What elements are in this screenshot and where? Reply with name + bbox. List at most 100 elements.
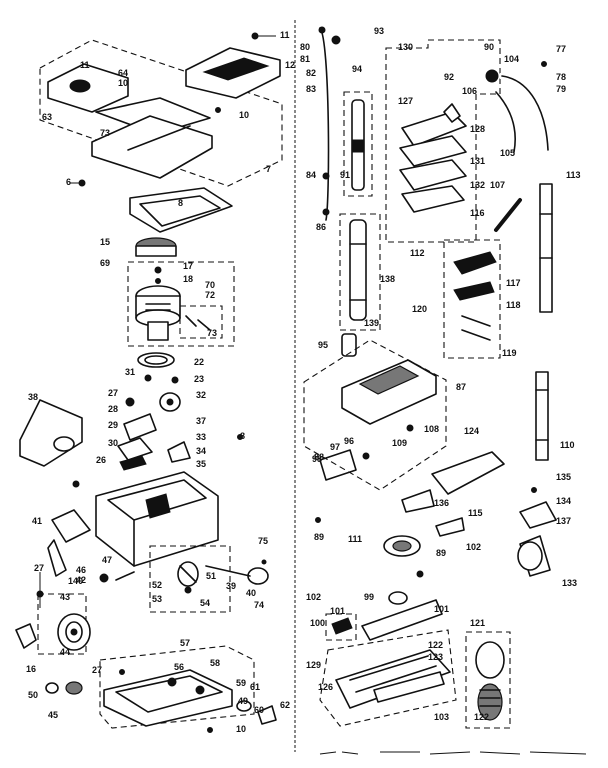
part-number-label: 140 [68,576,83,586]
part-number-label: 42 [76,575,86,585]
part-number-label: 91 [340,170,350,180]
part-number-label: 60 [254,705,264,715]
part-number-label: 101 [330,606,345,616]
part-number-label: 27 [92,665,102,675]
part-number-label: 73 [100,128,110,138]
dirt-container [303,339,505,523]
part-number-label: 84 [306,170,316,180]
part-number-label: 30 [108,438,118,448]
switch-assembly [19,374,243,488]
part-number-label: 11 [80,60,90,70]
part-number-label: 22 [194,357,204,367]
part-number-label: 108 [424,424,439,434]
part-number-label: 8 [178,198,183,208]
part-number-label: 73 [207,328,217,338]
part-number-label: 128 [470,124,485,134]
part-number-label: 15 [100,237,110,247]
part-number-label: 27 [34,563,44,573]
part-number-label: 89 [436,548,446,558]
handle-assembly [39,32,283,233]
part-number-label: 75 [258,536,268,546]
part-number-label: 61 [250,682,260,692]
part-number-label: 31 [125,367,135,377]
part-number-label: 98 [312,454,322,464]
part-number-label: 109 [392,438,407,448]
part-number-label: 132 [470,180,485,190]
part-number-label: 97 [330,442,340,452]
part-number-label: 27 [108,388,118,398]
part-number-label: 137 [556,516,571,526]
part-number-label: 72 [205,290,215,300]
part-number-label: 52 [152,580,162,590]
part-number-label: 80 [300,42,310,52]
part-number-label: 49 [238,696,248,706]
part-number-label: 6 [66,177,71,187]
part-number-label: 138 [380,274,395,284]
part-number-label: 119 [502,348,517,358]
part-number-label: 121 [470,618,485,628]
part-number-label: 57 [180,638,190,648]
part-number-label: 35 [196,459,206,469]
part-number-label: 131 [470,156,485,166]
base-tray [36,471,219,608]
part-number-label: 70 [205,280,215,290]
part-number-label: 18 [183,274,193,284]
part-number-label: 92 [444,72,454,82]
part-number-label: 37 [196,416,206,426]
part-number-label: 106 [462,86,477,96]
part-number-label: 123 [428,652,443,662]
part-number-label: 83 [306,84,316,94]
part-number-label: 120 [412,304,427,314]
part-number-label: 33 [196,432,206,442]
part-number-label: 16 [26,664,36,674]
part-number-label: 28 [108,404,118,414]
part-number-label: 134 [556,496,571,506]
part-number-label: 51 [206,571,216,581]
part-number-label: 40 [246,588,256,598]
part-number-label: 104 [504,54,519,64]
part-number-label: 103 [434,712,449,722]
bottom-plate [99,645,277,733]
part-number-label: 82 [306,68,316,78]
part-number-label: 45 [48,710,58,720]
part-number-label: 32 [196,390,206,400]
part-number-label: 50 [28,690,38,700]
part-number-label: 53 [152,594,162,604]
part-number-label: 34 [196,446,206,456]
part-number-label: 96 [344,436,354,446]
part-number-label: 89 [314,532,324,542]
tool-set [443,239,501,359]
part-number-label: 79 [556,84,566,94]
part-number-label: 39 [226,581,236,591]
part-number-label: 86 [316,222,326,232]
part-number-label: 116 [470,208,485,218]
part-number-label: 94 [352,64,362,74]
part-number-label: 43 [60,592,70,602]
part-number-label: 38 [28,392,38,402]
part-number-label: 10 [239,110,249,120]
part-number-label: 23 [194,374,204,384]
part-number-label: 107 [490,180,505,190]
cord-assembly [318,26,381,357]
part-number-label: 93 [374,26,384,36]
part-number-label: 99 [364,592,374,602]
part-number-label: 58 [210,658,220,668]
part-number-label: 69 [100,258,110,268]
part-number-label: 11 [280,30,290,40]
part-number-label: 7 [266,164,271,174]
part-number-label: 46 [76,565,86,575]
brush-roll [383,487,557,578]
part-number-label: 95 [318,340,328,350]
motor-assembly [127,237,235,368]
part-number-label: 113 [566,170,581,180]
part-number-label: 90 [484,42,494,52]
extension-tube [535,371,549,461]
part-number-label: 47 [102,555,112,565]
part-number-label: 126 [318,682,333,692]
part-number-label: 59 [236,678,246,688]
part-number-label: 111 [348,534,362,544]
part-number-label: 77 [556,44,566,54]
part-number-label: 112 [410,248,425,258]
part-number-label: 124 [464,426,479,436]
